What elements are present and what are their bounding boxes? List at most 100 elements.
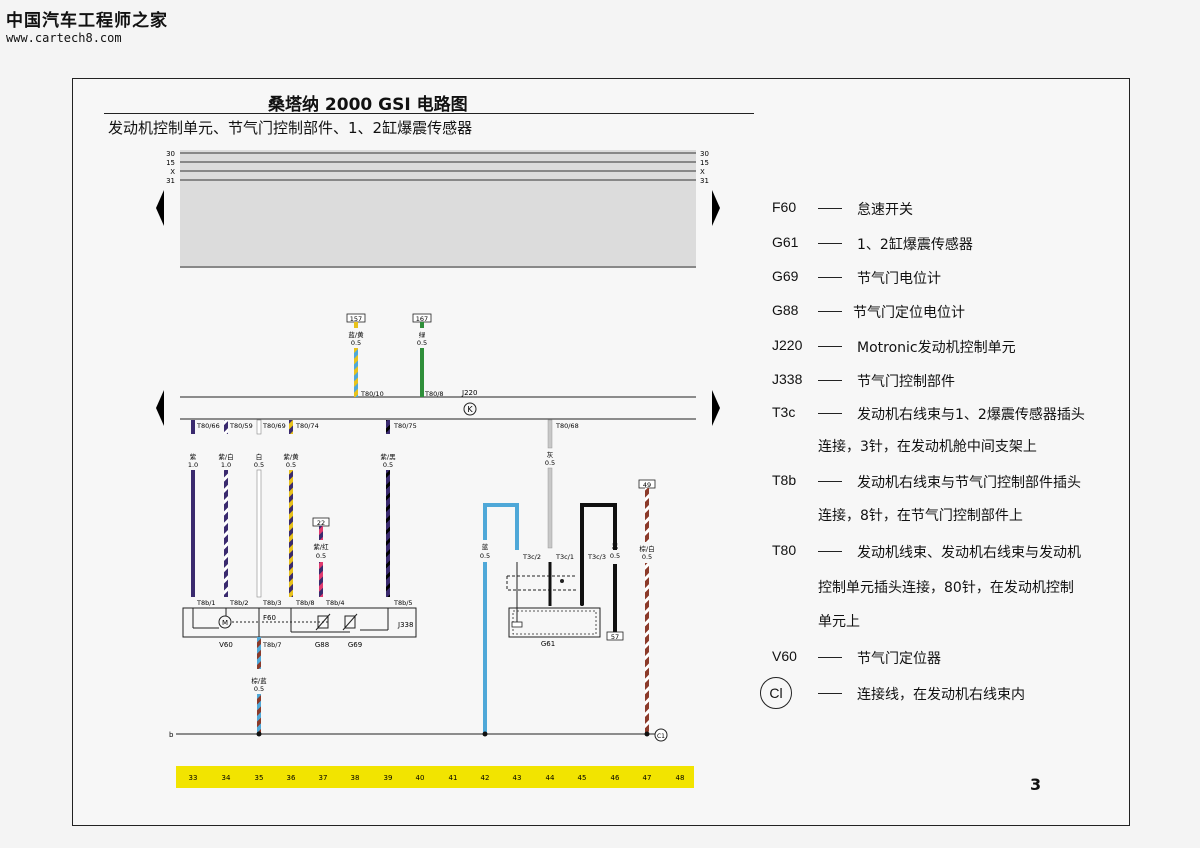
v60-label: V60 — [219, 641, 233, 649]
svg-text:T80/66: T80/66 — [196, 422, 220, 430]
svg-text:T80/69: T80/69 — [262, 422, 286, 430]
next-page-arrow-icon[interactable] — [712, 390, 720, 426]
legend-dash — [818, 311, 842, 312]
ground-line: b — [169, 731, 655, 739]
legend-dash — [818, 481, 842, 482]
legend-code: T8b — [772, 472, 797, 488]
wire-t80-69: T80/69 白 0.5 T8b/3 — [254, 419, 286, 607]
legend-connector-symbol: Cl — [760, 677, 792, 709]
g88-potentiometer-icon — [317, 615, 329, 629]
bus-number: 36 — [287, 774, 296, 782]
legend-dash — [818, 380, 842, 381]
bus-left-label: 31 — [166, 177, 175, 185]
bus-number: 39 — [384, 774, 393, 782]
svg-text:紫: 紫 — [190, 453, 197, 461]
page-subtitle: 发动机控制单元、节气门控制部件、1、2缸爆震传感器 — [108, 119, 473, 137]
wire-t80-75: T80/75 紫/黑 0.5 T8b/5 — [380, 420, 417, 607]
prev-page-arrow-icon[interactable] — [156, 390, 164, 426]
legend-desc-cont: 单元上 — [818, 614, 860, 630]
bus-right-label: 15 — [700, 159, 709, 167]
g61-knock-sensor: G61 — [506, 562, 601, 648]
wire-t80-68: T80/68 灰 0.5 T3c/1 — [545, 419, 579, 561]
svg-text:绿: 绿 — [419, 330, 426, 339]
svg-text:蓝: 蓝 — [482, 542, 489, 551]
wire-167: 167 绿 0.5 T80/8 — [412, 313, 444, 398]
svg-text:0.5: 0.5 — [480, 552, 490, 560]
legend-desc: 1、2缸爆震传感器 — [857, 237, 973, 253]
svg-text:1.0: 1.0 — [188, 461, 198, 469]
bus-number: 41 — [449, 774, 458, 782]
svg-text:T3c/1: T3c/1 — [555, 553, 574, 561]
motor-icon — [218, 615, 232, 629]
svg-text:T8b/1: T8b/1 — [196, 599, 216, 607]
svg-text:0.5: 0.5 — [254, 685, 264, 693]
bus-number: 47 — [643, 774, 652, 782]
svg-text:57: 57 — [611, 633, 619, 641]
svg-text:0.5: 0.5 — [417, 339, 427, 347]
legend-dash — [818, 208, 842, 209]
legend-desc-cont: 连接，8针，在节气门控制部件上 — [818, 508, 1023, 524]
svg-text:M: M — [222, 619, 228, 627]
wire-t80-66: T80/66 紫 1.0 T8b/1 — [188, 420, 220, 607]
bus-number: 45 — [578, 774, 587, 782]
svg-text:T8b/8: T8b/8 — [295, 599, 315, 607]
prev-page-arrow-icon[interactable] — [156, 190, 164, 226]
legend-desc: 发动机线束、发动机右线束与发动机 — [857, 545, 1081, 561]
svg-text:157: 157 — [350, 315, 362, 323]
svg-text:棕/白: 棕/白 — [639, 544, 654, 553]
svg-text:灰: 灰 — [547, 450, 554, 459]
svg-text:0.5: 0.5 — [254, 461, 264, 469]
connector-c1-icon — [654, 728, 668, 742]
legend-desc: 连接线，在发动机右线束内 — [857, 687, 1025, 703]
svg-text:0.5: 0.5 — [316, 552, 326, 560]
watermark-url: www.cartech8.com — [6, 31, 122, 45]
wire-t80-74: T80/74 紫/黄 0.5 T8b/8 — [283, 420, 319, 607]
svg-text:紫/白: 紫/白 — [218, 452, 233, 461]
svg-text:黑: 黑 — [612, 542, 619, 550]
j338-throttle-control-unit: J338 M F60 V60 G88 G69 — [182, 607, 417, 649]
bus-right-label: 30 — [700, 150, 709, 158]
g69-label: G69 — [348, 641, 362, 649]
next-page-arrow-icon[interactable] — [712, 190, 720, 226]
bus-right-label: 31 — [700, 177, 709, 185]
wire-blue: 蓝 0.5 T3c/2 — [478, 503, 541, 734]
svg-text:T8b/4: T8b/4 — [325, 599, 345, 607]
top-bus-panel — [180, 150, 696, 268]
ground-label: b — [169, 731, 174, 739]
bottom-number-bus: 33 34 35 36 37 38 39 40 41 42 43 44 45 4… — [176, 766, 694, 788]
bus-number: 37 — [319, 774, 328, 782]
svg-text:C1: C1 — [657, 733, 665, 740]
bus-number: 34 — [222, 774, 231, 782]
title-divider — [104, 113, 754, 114]
bus-left-label: X — [170, 168, 175, 176]
bus-number: 33 — [189, 774, 198, 782]
watermark-site-name: 中国汽车工程师之家 — [6, 11, 168, 31]
svg-text:22: 22 — [317, 519, 325, 527]
page-number: 3 — [1030, 775, 1042, 794]
bus-left-label: 15 — [166, 159, 175, 167]
legend-desc-cont: 连接，3针，在发动机舱中间支架上 — [818, 439, 1037, 455]
svg-text:T80/68: T80/68 — [555, 422, 579, 430]
legend-dash — [818, 413, 842, 414]
svg-text:0.5: 0.5 — [351, 339, 361, 347]
svg-text:T80/59: T80/59 — [229, 422, 253, 430]
g69-potentiometer-icon — [344, 615, 356, 629]
svg-text:紫/红: 紫/红 — [313, 542, 329, 551]
bus-number: 42 — [481, 774, 490, 782]
legend-code: G88 — [772, 302, 799, 318]
legend-dash — [818, 693, 842, 694]
legend-code: J338 — [772, 371, 803, 387]
svg-text:白: 白 — [256, 452, 263, 461]
legend-dash — [818, 277, 842, 278]
bus-number: 38 — [351, 774, 360, 782]
svg-text:蓝/黄: 蓝/黄 — [348, 330, 364, 339]
sensor-element-icon — [511, 621, 523, 628]
f60-label: F60 — [263, 614, 276, 622]
svg-text:T8b/5: T8b/5 — [393, 599, 413, 607]
legend-code: T80 — [772, 542, 797, 558]
svg-text:T8b/7: T8b/7 — [262, 641, 282, 649]
wire-black: 黑 0.5 T3c/3 57 — [580, 503, 624, 641]
ecu-j220: J220 K — [180, 389, 696, 420]
legend-dash — [818, 657, 842, 658]
